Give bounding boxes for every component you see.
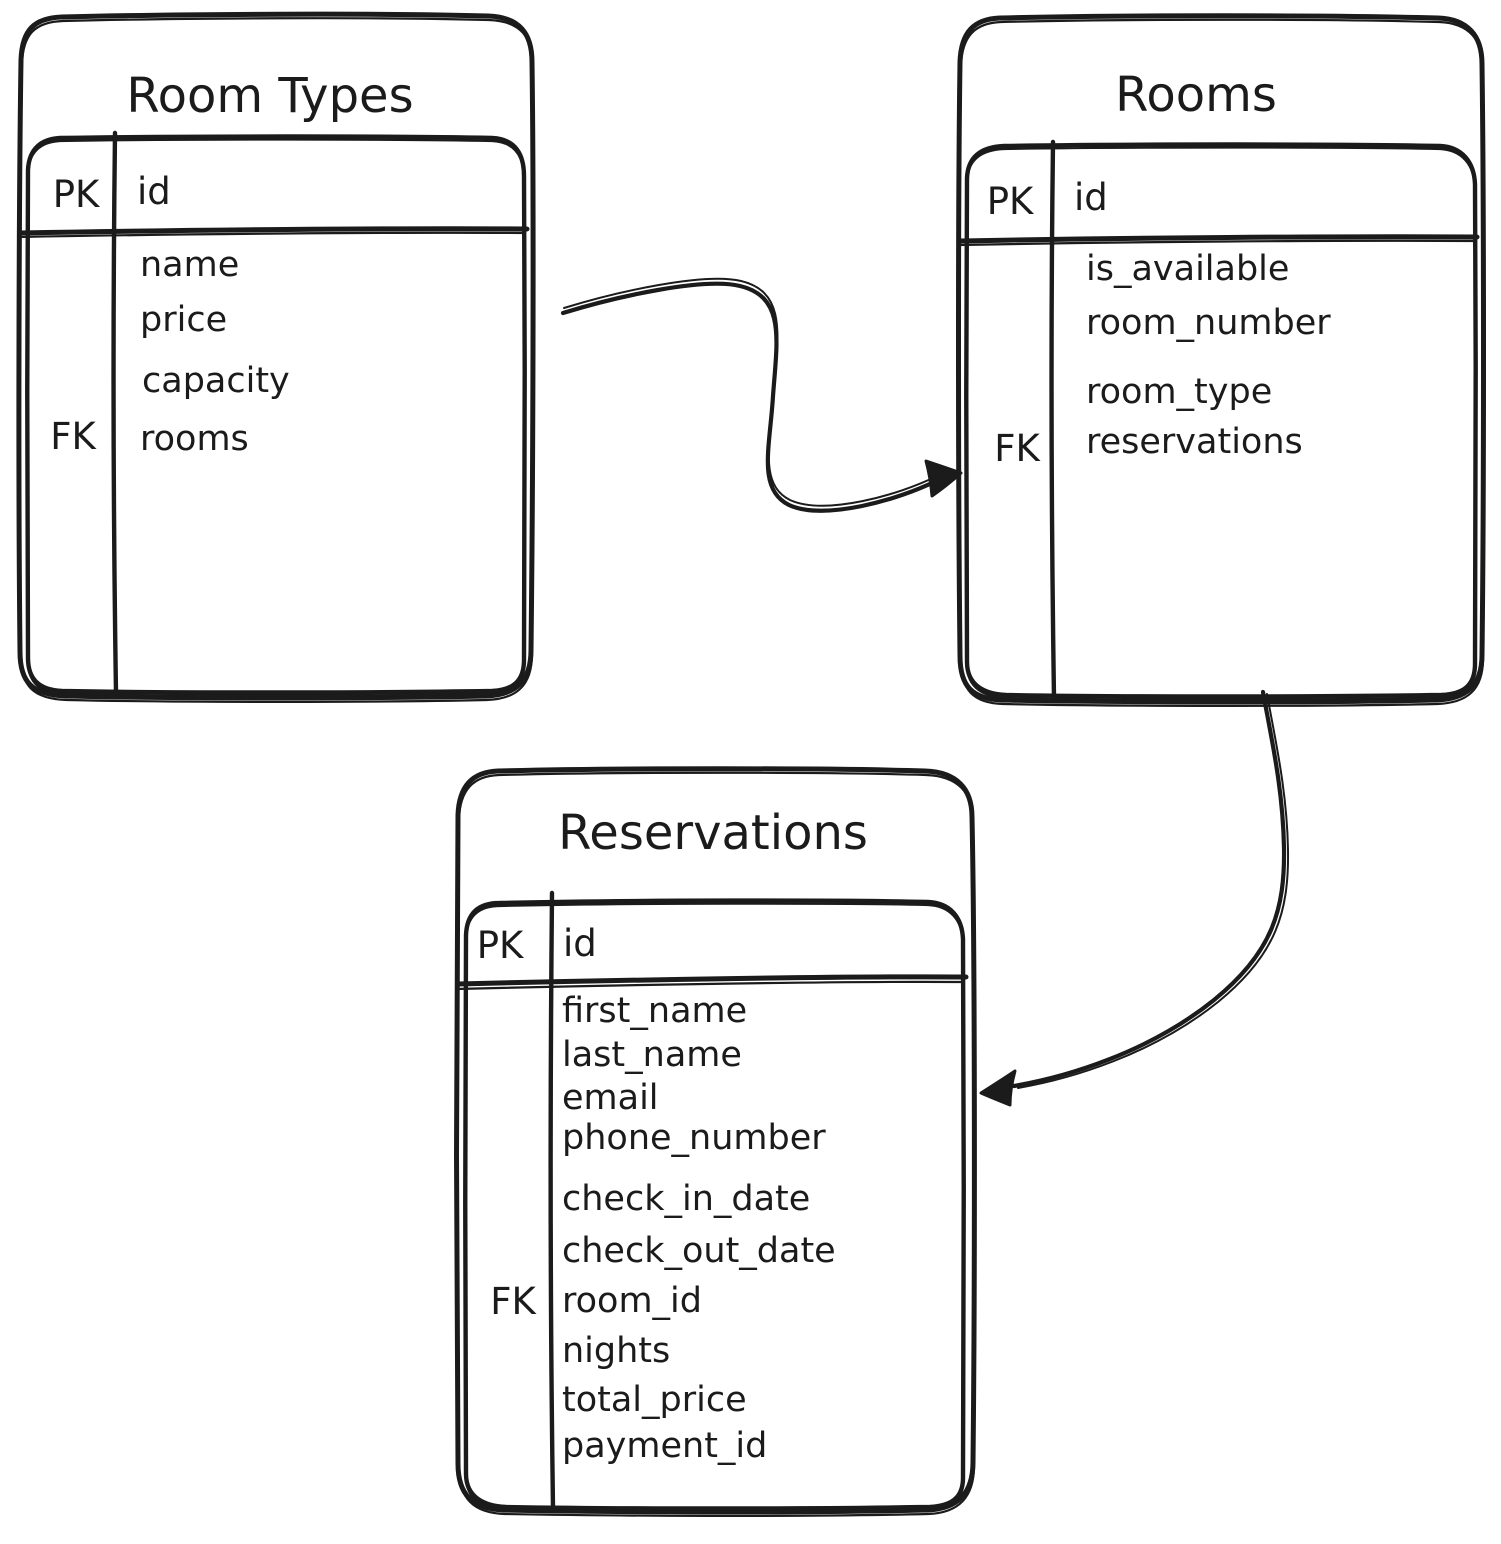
table-header-box (25, 134, 527, 695)
header-row-divider-sketch (454, 980, 966, 991)
key-column-divider (1049, 139, 1057, 701)
table-outline-sketch (958, 18, 1486, 707)
table-header-box-sketch (26, 138, 526, 697)
relationship-line (1011, 689, 1287, 1089)
table-rooms[interactable]: Rooms PK id is_available room_number roo… (956, 13, 1486, 707)
arrow-head-icon (924, 459, 963, 498)
header-row-divider (17, 226, 530, 236)
pk-label: PK (987, 180, 1035, 223)
field-label: nights (562, 1331, 670, 1371)
field-label: room_type (1086, 372, 1272, 412)
relationship-rooms-to-reservations[interactable] (979, 689, 1290, 1107)
relationship-line-sketch (1017, 693, 1290, 1089)
table-reservations[interactable]: Reservations PK id first_name last_name … (454, 766, 977, 1517)
field-label: check_out_date (562, 1231, 836, 1271)
table-title: Room Types (126, 68, 413, 124)
arrow-head-icon (979, 1069, 1017, 1107)
table-title: Reservations (558, 805, 868, 861)
field-label: last_name (562, 1035, 742, 1075)
table-header-box (964, 142, 1478, 699)
pk-field-label: id (137, 170, 171, 213)
header-row-divider (455, 974, 969, 987)
field-label: rooms (140, 419, 249, 459)
field-label: room_id (562, 1281, 702, 1321)
field-label: phone_number (562, 1118, 826, 1158)
field-label: is_available (1086, 249, 1289, 289)
field-label: room_number (1086, 303, 1331, 343)
field-label: first_name (562, 991, 747, 1031)
pk-label: PK (477, 924, 525, 967)
relationship-line-sketch (563, 277, 938, 507)
header-row-divider-sketch (957, 239, 1477, 247)
field-label: email (562, 1078, 659, 1118)
table-outline-sketch (18, 17, 536, 703)
pk-field-label: id (563, 922, 597, 965)
table-header-box-sketch (965, 146, 1477, 701)
key-column-divider (548, 890, 556, 1511)
field-label: capacity (142, 361, 290, 401)
pk-field-label: id (1074, 176, 1108, 219)
table-title: Rooms (1115, 67, 1277, 123)
table-outline-sketch (456, 771, 977, 1517)
field-label: check_in_date (562, 1179, 810, 1219)
key-column-divider (111, 130, 119, 696)
table-room-types[interactable]: Room Types PK id name price capacity roo… (16, 11, 536, 703)
field-label: payment_id (562, 1426, 767, 1466)
field-label: name (140, 245, 239, 285)
relationship-line (560, 281, 939, 513)
field-label: price (140, 300, 227, 340)
pk-label: PK (53, 173, 101, 216)
field-label: reservations (1086, 422, 1303, 462)
table-header-box-sketch (464, 902, 965, 1513)
fk-label: FK (50, 415, 97, 458)
fk-label: FK (994, 427, 1041, 470)
field-label: total_price (562, 1380, 747, 1420)
header-row-divider (958, 234, 1480, 244)
fk-label: FK (490, 1280, 537, 1323)
header-row-divider-sketch (16, 231, 527, 239)
relationship-room-types-to-rooms[interactable] (560, 277, 963, 513)
